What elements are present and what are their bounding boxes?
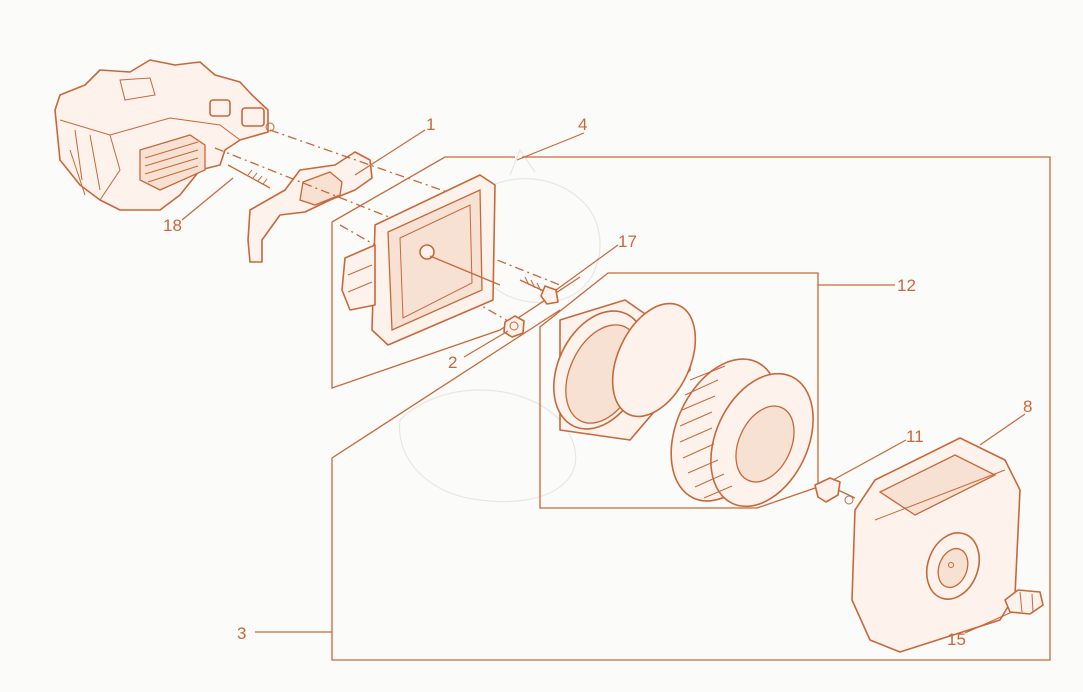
alignment-line-a — [269, 129, 471, 201]
leader-17 — [555, 244, 619, 291]
air-cleaner-case-4 — [341, 174, 501, 346]
wing-nut-11 — [814, 477, 856, 505]
leader-2 — [463, 330, 509, 358]
leader-4 — [516, 132, 585, 161]
callout-8: 8 — [1023, 397, 1032, 416]
stud-18 — [227, 164, 271, 189]
callout-2: 2 — [448, 353, 457, 372]
callout-3: 3 — [237, 624, 246, 643]
nut-2 — [503, 315, 525, 338]
leader-8 — [979, 413, 1026, 446]
foam-pre-filter — [552, 299, 697, 441]
paper-filter-element-12 — [670, 358, 814, 508]
leader-1 — [354, 129, 426, 176]
alignment-line-b — [214, 147, 561, 286]
bolt-17 — [519, 276, 559, 305]
assembly-box-4 — [331, 156, 581, 389]
callout-12: 12 — [897, 276, 916, 295]
callout-4: 4 — [578, 115, 587, 134]
watermark-mascot — [398, 148, 601, 503]
callout-18: 18 — [163, 216, 182, 235]
gasket-1 — [247, 151, 373, 263]
callout-1: 1 — [426, 115, 435, 134]
callout-15: 15 — [947, 630, 966, 649]
callout-17: 17 — [618, 232, 637, 251]
assembly-box-12 — [539, 272, 819, 509]
leader-18 — [181, 177, 234, 221]
leader-15 — [964, 611, 1013, 634]
leader-11 — [832, 439, 907, 481]
assembly-box-3 — [331, 156, 1051, 661]
clip-15 — [1004, 589, 1044, 615]
engine-block — [54, 59, 275, 211]
callout-11: 11 — [906, 427, 924, 446]
